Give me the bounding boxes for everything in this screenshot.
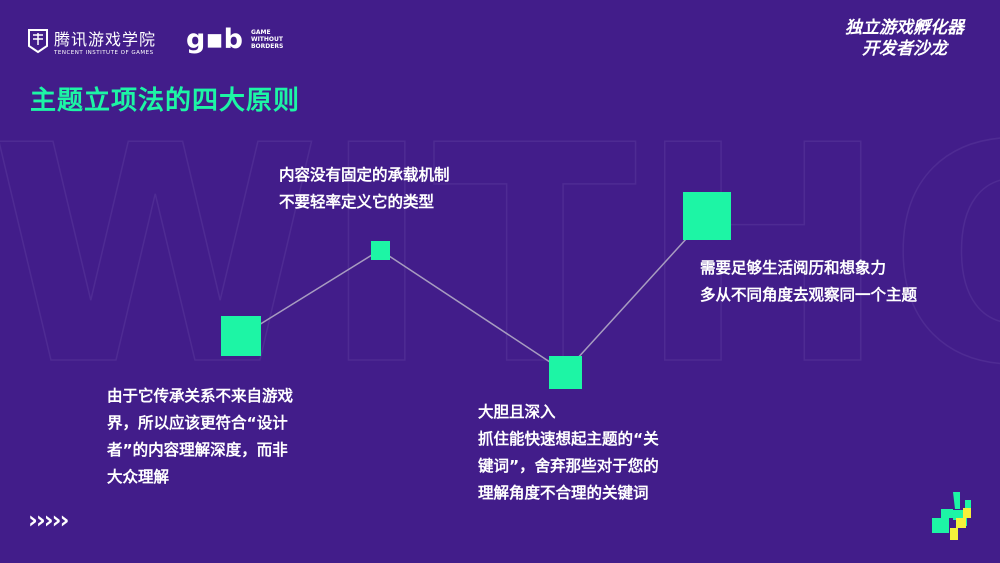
gwb-logo: g▪b GAME WITHOUT BORDERS: [186, 24, 283, 55]
gwb-mark: g▪b: [186, 24, 243, 55]
chevron-arrows-icon: ›››››: [28, 506, 69, 534]
text-line: 键词”，舍弃那些对于您的: [478, 457, 659, 475]
tencent-logo-cn: 腾讯游戏学院: [54, 30, 157, 49]
principle-text-4: 需要足够生活阅历和想象力 多从不同角度去观察同一个主题: [700, 255, 917, 309]
principle-text-3: 大胆且深入 抓住能快速想起主题的“关 键词”，舍弃那些对于您的 理解角度不合理的…: [478, 399, 659, 507]
pixel-corner-logo-icon: [932, 492, 971, 540]
text-line: 理解角度不合理的关键词: [478, 484, 649, 502]
gwb-text: BORDERS: [250, 43, 284, 50]
text-line: 不要轻率定义它的类型: [279, 193, 435, 211]
tencent-games-logo: 腾讯游戏学院 TENCENT INSTITUTE OF GAMES: [27, 26, 156, 56]
text-line: 由于它传承关系不来自游戏: [107, 387, 294, 405]
event-title: 独立游戏孵化器 开发者沙龙: [845, 18, 964, 60]
event-title-line: 独立游戏孵化器: [845, 18, 964, 38]
event-title-line: 开发者沙龙: [862, 39, 947, 59]
principle-node-2: [371, 241, 390, 260]
text-line: 大众理解: [107, 468, 170, 486]
text-line: 抓住能快速想起主题的“关: [478, 430, 659, 448]
principle-node-1: [221, 316, 261, 356]
text-line: 者”的内容理解深度，而非: [107, 441, 288, 459]
principle-text-1: 由于它传承关系不来自游戏 界，所以应该更符合“设计 者”的内容理解深度，而非 大…: [107, 383, 293, 491]
principle-node-3: [549, 356, 582, 389]
text-line: 多从不同角度去观察同一个主题: [700, 286, 918, 304]
text-line: 需要足够生活阅历和想象力: [700, 259, 887, 277]
principle-connector-line: [240, 215, 708, 373]
principle-node-4: [683, 192, 731, 240]
gwb-text: GAME: [250, 29, 271, 36]
page-title: 主题立项法的四大原则: [30, 86, 301, 116]
tencent-shield-icon: [28, 29, 48, 54]
svg-text:WITHOUT: WITHOUT: [0, 82, 1000, 431]
gwb-text: WITHOUT: [250, 36, 283, 43]
text-line: 内容没有固定的承载机制: [279, 166, 450, 184]
text-line: 界，所以应该更符合“设计: [107, 414, 288, 432]
principle-text-2: 内容没有固定的承载机制 不要轻率定义它的类型: [279, 162, 450, 216]
tencent-logo-en: TENCENT INSTITUTE OF GAMES: [54, 50, 154, 56]
text-line: 大胆且深入: [478, 403, 556, 421]
